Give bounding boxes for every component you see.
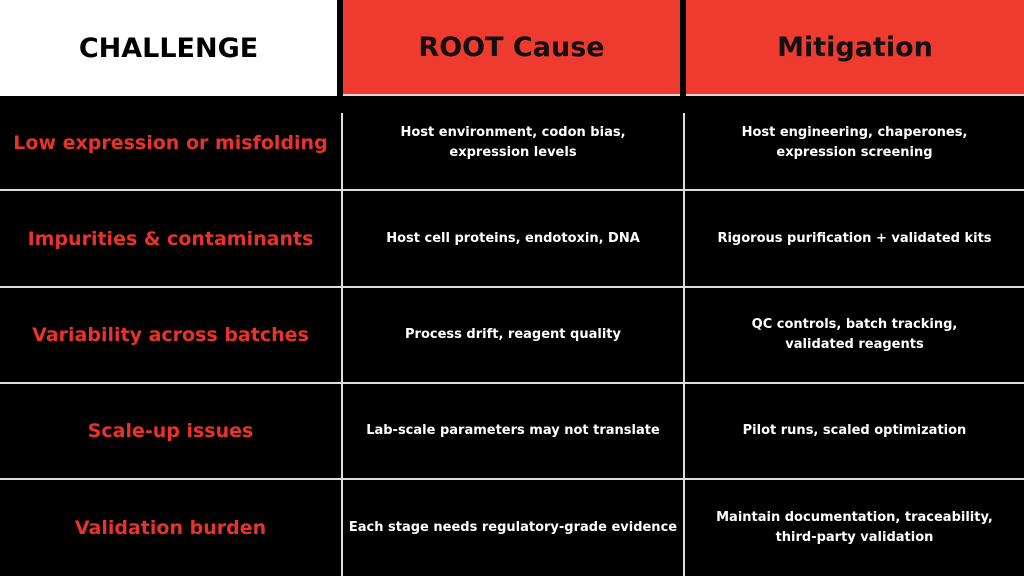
challenge-cell-text: Validation burden — [74, 517, 267, 539]
challenge-cell: Scale-up issues — [0, 384, 341, 478]
row-divider — [0, 286, 1024, 288]
row-divider — [0, 382, 1024, 384]
column-divider — [683, 113, 685, 576]
root-cause-cell: Lab-scale parameters may not translate — [343, 384, 683, 478]
mitigation-cell-text: Pilot runs, scaled optimization — [742, 423, 967, 438]
root-cause-cell-text: Each stage needs regulatory-grade eviden… — [348, 520, 678, 535]
challenge-cell: Validation burden — [0, 480, 341, 576]
challenge-cell-text: Variability across batches — [32, 324, 309, 346]
challenge-cell: Variability across batches — [0, 288, 341, 382]
root-cause-cell: Host environment, codon bias, expression… — [343, 97, 683, 189]
challenge-cell-text: Scale-up issues — [87, 420, 254, 442]
challenge-cell-text: Low expression or misfolding — [13, 132, 328, 154]
header-challenge: CHALLENGE — [0, 0, 337, 96]
challenge-cell: Low expression or misfolding — [0, 97, 341, 189]
mitigation-cell: Rigorous purification + validated kits — [685, 191, 1024, 286]
root-cause-cell: Process drift, reagent quality — [343, 288, 683, 382]
root-cause-cell-text: Process drift, reagent quality — [405, 327, 621, 342]
mitigation-cell: QC controls, batch tracking, validated r… — [685, 288, 1024, 382]
mitigation-cell-text: Host engineering, chaperones, expression… — [741, 125, 968, 160]
root-cause-cell: Each stage needs regulatory-grade eviden… — [343, 480, 683, 576]
root-cause-cell-text: Host cell proteins, endotoxin, DNA — [386, 230, 640, 246]
challenge-cell: Impurities & contaminants — [0, 191, 341, 286]
column-divider — [341, 113, 343, 576]
mitigation-cell: Maintain documentation, traceability, th… — [685, 480, 1024, 576]
mitigation-cell-text: Rigorous purification + validated kits — [717, 230, 992, 246]
mitigation-cell: Pilot runs, scaled optimization — [685, 384, 1024, 478]
header-mitigation: Mitigation — [686, 0, 1024, 96]
root-cause-cell-text: Host environment, codon bias, expression… — [400, 125, 626, 160]
root-cause-cell-text: Lab-scale parameters may not translate — [366, 423, 660, 438]
row-divider — [0, 189, 1024, 191]
header-root-cause: ROOT Cause — [343, 0, 680, 96]
mitigation-cell-text: QC controls, batch tracking, validated r… — [751, 317, 958, 352]
challenge-cell-text: Impurities & contaminants — [27, 227, 314, 250]
mitigation-cell: Host engineering, chaperones, expression… — [685, 97, 1024, 189]
mitigation-cell-text: Maintain documentation, traceability, th… — [716, 510, 993, 545]
row-divider — [0, 478, 1024, 480]
root-cause-cell: Host cell proteins, endotoxin, DNA — [343, 191, 683, 286]
